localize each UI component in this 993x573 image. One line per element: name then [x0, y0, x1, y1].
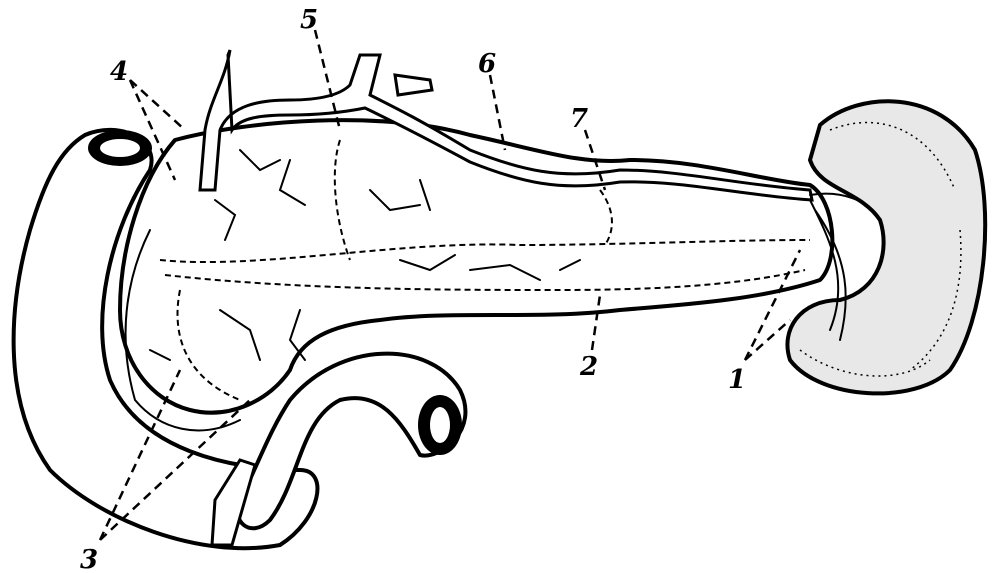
blood-vessels — [124, 49, 881, 547]
duodenum — [11, 128, 320, 551]
label-2: 2 — [579, 352, 598, 382]
label-3: 3 — [80, 545, 98, 573]
pancreas — [118, 118, 835, 415]
label-7: 7 — [570, 104, 588, 134]
label-6: 6 — [478, 49, 496, 79]
label-1: 1 — [728, 365, 746, 395]
leader-lines — [98, 29, 802, 541]
label-4: 4 — [110, 57, 128, 87]
spleen — [785, 99, 988, 396]
label-5: 5 — [300, 5, 318, 35]
pancreatic-duct — [159, 139, 811, 401]
